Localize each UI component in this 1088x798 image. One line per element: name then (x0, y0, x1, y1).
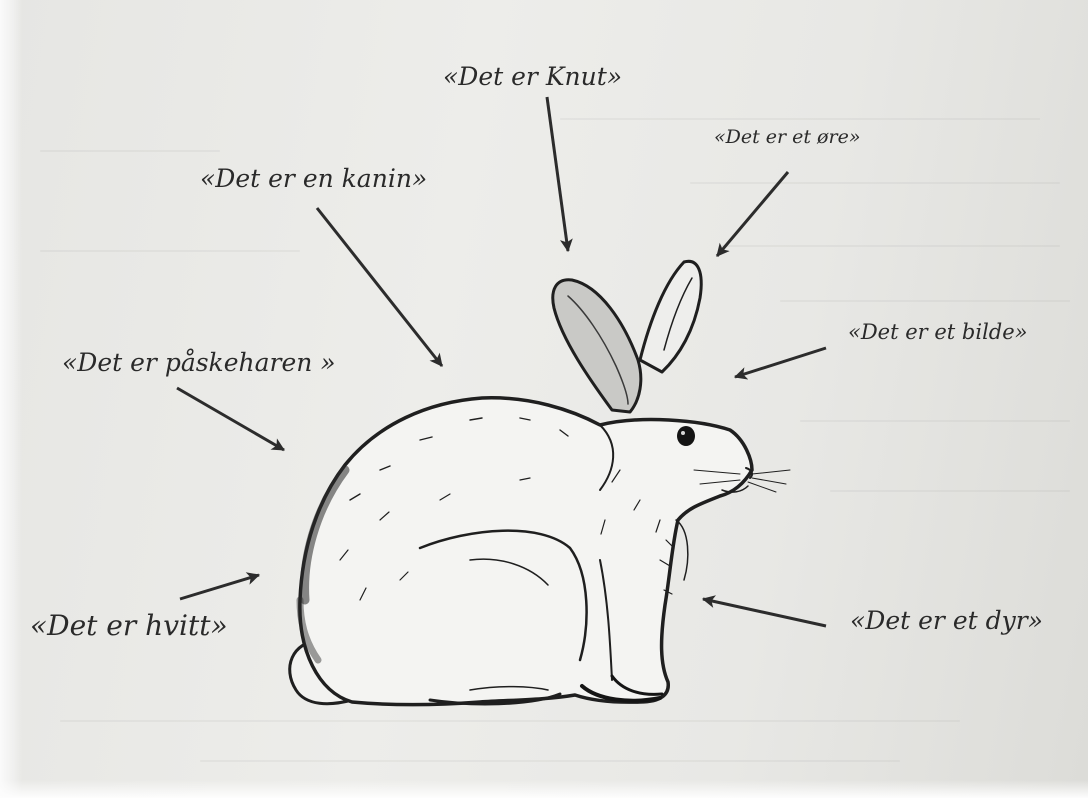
label-det-er-en-kanin: «Det er en kanin» (200, 166, 427, 191)
arrow-knut (547, 97, 568, 251)
rabbit-illustration (290, 261, 790, 704)
label-det-er-et-ore: «Det er et øre» (714, 128, 860, 147)
arrow-paskeharen (177, 388, 284, 450)
arrow-ore (717, 172, 788, 256)
arrow-bilde (735, 348, 826, 377)
label-det-er-paskeharen: «Det er påskeharen » (62, 350, 336, 375)
arrow-dyr (703, 599, 826, 626)
label-det-er-hvitt: «Det er hvitt» (30, 612, 228, 640)
arrow-hvitt (180, 575, 259, 599)
label-det-er-et-dyr: «Det er et dyr» (850, 608, 1043, 633)
label-det-er-knut: «Det er Knut» (443, 64, 622, 89)
label-det-er-et-bilde: «Det er et bilde» (848, 322, 1028, 343)
page-bottom-edge (0, 780, 1088, 798)
arrow-kanin (317, 208, 442, 366)
